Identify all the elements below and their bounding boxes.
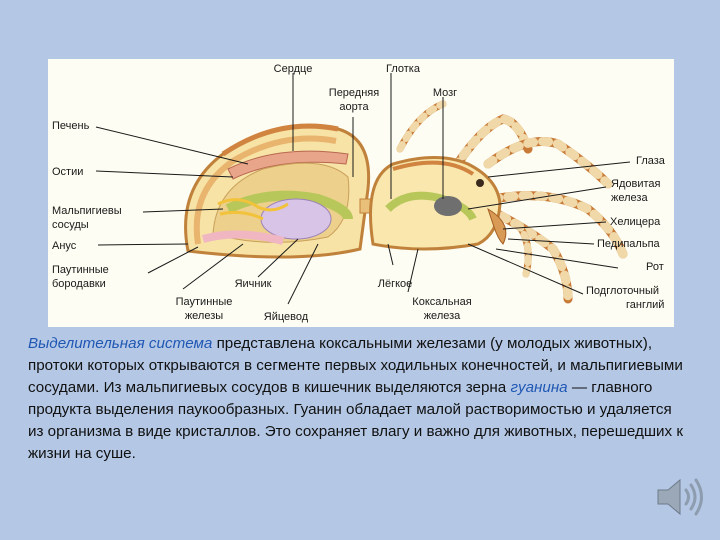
caption-term-guanine: гуанина — [510, 379, 568, 396]
label-silk-glands-line2: железы — [185, 310, 223, 322]
label-anterior-aorta-line1: Передняя — [329, 87, 379, 99]
label-lung: Лёгкое — [378, 278, 413, 290]
label-heart: Сердце — [274, 63, 313, 75]
label-mouth: Рот — [646, 261, 664, 273]
label-oviduct: Яйцевод — [264, 311, 309, 323]
label-eyes: Глаза — [636, 155, 666, 167]
caption-text-part2: — главного продукта выделения паукообраз… — [28, 379, 683, 462]
label-silk-glands-line1: Паутинные — [176, 296, 233, 308]
cephalothorax — [369, 156, 502, 251]
caption-text: Выделительная система представлена кокса… — [28, 333, 688, 465]
chelicera-shape — [487, 207, 507, 245]
label-pharynx: Глотка — [386, 63, 421, 75]
abdomen — [184, 123, 371, 259]
label-anus: Анус — [52, 240, 77, 252]
label-liver: Печень — [52, 120, 90, 132]
label-spinnerets-line2: бородавки — [52, 278, 106, 290]
label-ostia: Остии — [52, 166, 83, 178]
caption-text-part1: представлена коксальными железами (у мол… — [28, 335, 683, 396]
speaker-icon — [657, 478, 703, 516]
diagram-labels: Сердце Глотка Передняя аорта Мозг Печень… — [52, 63, 666, 323]
label-venom-gland-line1: Ядовитая — [611, 178, 661, 190]
spider-anatomy-diagram: Сердце Глотка Передняя аорта Мозг Печень… — [48, 59, 674, 327]
label-spinnerets-line1: Паутинные — [52, 264, 109, 276]
label-malpighian-line2: сосуды — [52, 219, 89, 231]
label-malpighian-line1: Мальпигиевы — [52, 205, 122, 217]
label-brain: Мозг — [433, 87, 457, 99]
label-subpharyngeal-line2: ганглий — [626, 299, 664, 311]
label-coxal-gland-line1: Коксальная — [412, 296, 471, 308]
label-subpharyngeal-line1: Подглоточный — [586, 285, 659, 297]
leader-lines — [95, 73, 631, 305]
audio-button[interactable] — [650, 468, 708, 526]
label-pedipalp: Педипальпа — [597, 238, 661, 250]
label-chelicera: Хелицера — [610, 216, 661, 228]
label-anterior-aorta-line2: аорта — [339, 101, 369, 113]
caption-term-excretory-system: Выделительная система — [28, 335, 213, 352]
label-ovary: Яичник — [235, 278, 272, 290]
label-coxal-gland-line2: железа — [424, 310, 461, 322]
label-venom-gland-line2: железа — [611, 192, 648, 204]
